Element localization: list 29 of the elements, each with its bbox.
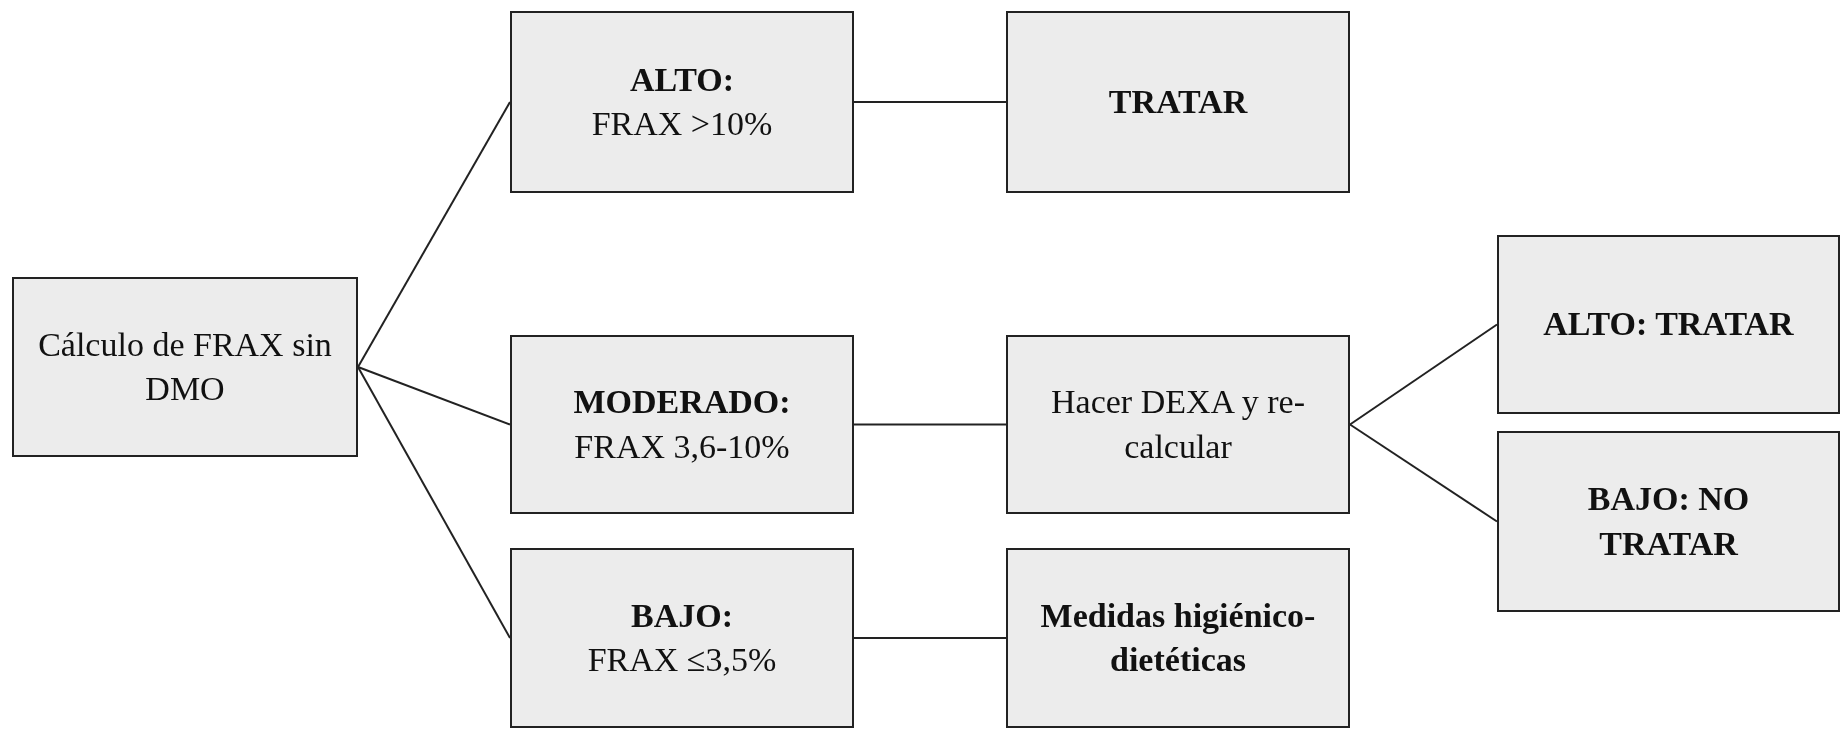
box-text: FRAX 3,6-10%	[574, 426, 790, 467]
process-box	[12, 277, 358, 457]
connector-line	[853, 423, 1007, 426]
box-text: BAJO: NO TRATAR	[1586, 479, 1751, 564]
box-text: FRAX ≤3,5%	[587, 640, 777, 680]
box-text: ALTO: TRATAR	[1543, 304, 1794, 345]
connector-line	[853, 101, 1007, 103]
process-box	[1497, 431, 1840, 612]
connector-line	[357, 101, 511, 368]
process-box	[510, 548, 854, 728]
connector-line	[853, 637, 1007, 639]
connector-line	[357, 366, 511, 426]
box-heading: ALTO:	[630, 59, 734, 100]
box-text: FRAX >10%	[591, 104, 773, 144]
box-heading: MODERADO:	[573, 382, 791, 423]
connector-line	[1349, 423, 1498, 523]
connector-line	[357, 366, 511, 639]
box-text: TRATAR	[1108, 81, 1248, 122]
box-text: Medidas higiénico-dietéticas	[1039, 595, 1317, 680]
process-box	[1006, 548, 1350, 728]
box-text: Hacer DEXA y re-calcular	[1050, 382, 1306, 467]
process-box	[510, 11, 854, 193]
connector-line	[1349, 323, 1498, 426]
box-heading: BAJO:	[631, 595, 733, 636]
box-text: Cálculo de FRAX sin DMO	[37, 324, 333, 409]
process-box	[1006, 335, 1350, 514]
process-box	[1497, 235, 1840, 414]
process-box	[510, 335, 854, 514]
process-box	[1006, 11, 1350, 193]
